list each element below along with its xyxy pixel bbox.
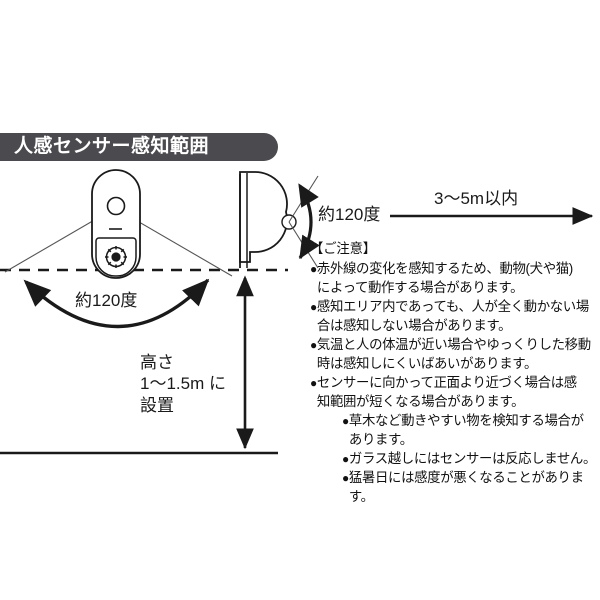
bullet-icon: ● (342, 471, 349, 486)
caution-item: ●によって動作する場合があります。 (310, 278, 598, 297)
caution-item: ●す。 (310, 487, 598, 506)
mount-height-line-3: 設置 (140, 395, 174, 415)
side-angle-arc (298, 183, 320, 260)
caution-item: ●赤外線の変化を感知するため、動物(犬や猫) (310, 259, 598, 278)
caution-item: ●気温と人の体温が近い場合やゆっくりした移動 (310, 335, 598, 354)
page-title: 人感センサー感知範囲 (14, 136, 210, 157)
caution-item-text: 知範囲が短くなる場合があります。 (316, 394, 525, 410)
caution-heading: 【ご注意】 (310, 241, 376, 256)
caution-item-text: 合は感知しない場合があります。 (316, 318, 512, 334)
caution-item: ●センサーに向かって正面より近づく場合は感 (310, 373, 598, 392)
caution-item-text: 時は感知しにくいばあいがあります。 (316, 356, 537, 372)
caution-item: ●あります。 (310, 430, 598, 449)
caution-item-text: 猛暑日には感度が悪くなることがありま (348, 470, 584, 486)
caution-list: ●赤外線の変化を感知するため、動物(犬や猫)●によって動作する場合があります。●… (310, 259, 598, 506)
sensor-front-lens (106, 196, 126, 216)
sensor-side-body (239, 171, 288, 263)
sensor-front-view (91, 169, 141, 279)
sensor-side-view (239, 171, 297, 268)
caution-item: ●合は感知しない場合があります。 (310, 316, 598, 335)
bullet-icon: ● (310, 262, 317, 277)
caution-item-text: 気温と人の体温が近い場合やゆっくりした移動 (316, 337, 591, 353)
bullet-icon: ● (310, 338, 317, 353)
caution-block: 【ご注意】 ●赤外線の変化を感知するため、動物(犬や猫)●によって動作する場合が… (310, 239, 598, 506)
caution-item-text: ガラス越しにはセンサーは反応しません。 (348, 451, 597, 467)
caution-item: ●知範囲が短くなる場合があります。 (310, 392, 598, 411)
caution-item-text: センサーに向かって正面より近づく場合は感 (316, 375, 577, 391)
caution-item-text: あります。 (348, 432, 413, 448)
bullet-icon: ● (310, 376, 317, 391)
caution-item: ●時は感知しにくいばあいがあります。 (310, 354, 598, 373)
side-angle-label: 約120度 (318, 205, 381, 224)
plan-angle-arc (23, 278, 210, 329)
caution-item: ●草木など動きやすい物を検知する場合が (310, 411, 598, 430)
section-header-bar (0, 133, 278, 161)
plan-angle-label: 約120度 (75, 291, 138, 310)
caution-item-text: によって動作する場合があります。 (316, 280, 524, 296)
caution-item-text: 赤外線の変化を感知するため、動物(犬や猫) (316, 261, 573, 277)
bullet-icon: ● (310, 300, 317, 315)
caution-item: ●感知エリア内であっても、人が全く動かない場 (310, 297, 598, 316)
mount-height-line-2: 1〜1.5m に (140, 374, 226, 394)
caution-item: ●猛暑日には感度が悪くなることがありま (310, 468, 598, 487)
bullet-icon: ● (342, 414, 349, 429)
caution-item-text: 草木など動きやすい物を検知する場合が (348, 413, 584, 429)
distance-label: 3〜5m以内 (434, 189, 519, 208)
caution-item-text: 感知エリア内であっても、人が全く動かない場 (316, 299, 589, 315)
caution-item-text: す。 (348, 489, 374, 505)
bullet-icon: ● (342, 452, 349, 467)
mount-height-label: 高さ 1〜1.5m に 設置 (140, 352, 226, 416)
sensor-front-detector-spokes (105, 246, 127, 268)
sensor-front-detector-core (111, 252, 121, 262)
mount-height-line-1: 高さ (140, 353, 174, 372)
caution-item: ●ガラス越しにはセンサーは反応しません。 (310, 449, 598, 468)
side-detection-ray-upper (288, 175, 319, 223)
